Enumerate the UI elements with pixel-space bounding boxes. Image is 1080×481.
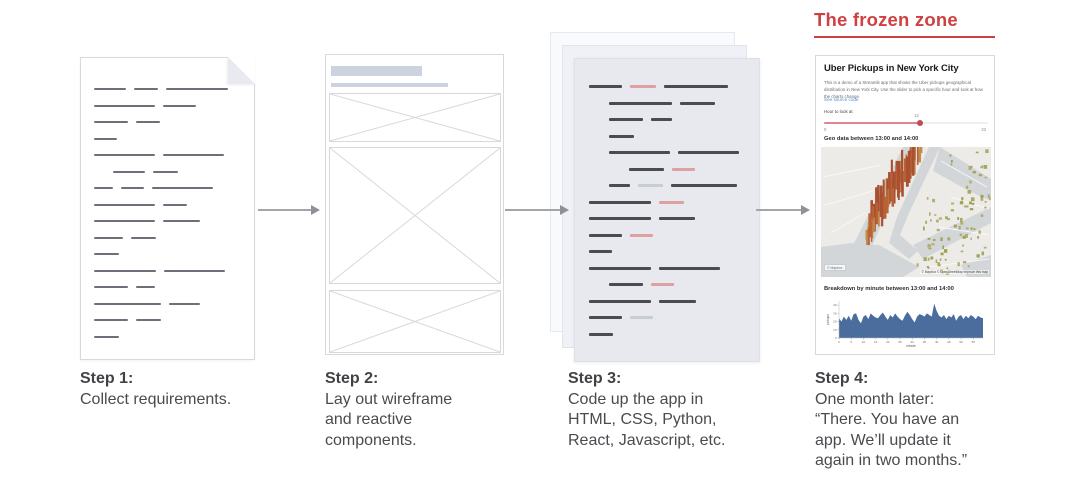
svg-text:0: 0 [835,336,837,340]
breakdown-chart: 0 10 20 30 40 0 5 10 15 20 25 30 35 40 45 50 55 minute pic… [825,296,987,348]
map-attribution: © Mapbox © OpenStreetMap Improve this ma… [920,270,989,274]
map-canvas [821,147,991,277]
wireframe-placeholder-bottom [329,290,501,353]
caption-line: Code up the app in [568,390,704,408]
slider-value: 13 [914,113,919,118]
breakdown-section-header: Breakdown by minute between 13:00 and 14… [824,286,954,292]
svg-text:20: 20 [886,340,890,344]
svg-text:35: 35 [923,340,927,344]
step4-caption-title: Step 4: [815,370,869,387]
svg-text:30: 30 [911,340,915,344]
source-code-link[interactable]: See source code [824,97,859,102]
step1-caption-title: Step 1: [80,370,134,387]
svg-text:10: 10 [862,340,866,344]
geo-section-header: Geo data between 13:00 and 14:00 [824,136,919,142]
app-description: This is a demo of a Streamlit app that s… [824,80,983,100]
frozen-zone-title: The frozen zone [814,9,958,30]
caption-line: Lay out wireframe [325,390,453,408]
wireframe-subtitle-bar [331,83,448,87]
svg-text:10: 10 [833,328,837,332]
document-fold-icon [228,57,255,84]
arrow-step1-to-step2-icon [258,205,320,215]
step4-caption: Step 4: One month later: “There. You hav… [815,369,1025,472]
step2-wireframe-sketch [325,54,504,355]
mapbox-badge: © Mapbox [824,264,846,271]
slider-max-label: 23 [981,127,986,132]
svg-text:40: 40 [833,303,837,307]
slider-fill [824,122,920,124]
svg-text:0: 0 [838,340,840,344]
svg-text:15: 15 [874,340,878,344]
svg-text:20: 20 [833,320,837,324]
svg-text:55: 55 [972,340,976,344]
wireframe-title-bar [331,66,422,76]
step4-app-screenshot: Uber Pickups in New York City This is a … [815,55,995,355]
slider-min-label: 0 [824,127,827,132]
caption-line: components. [325,431,417,449]
caption-line: “There. You have an [815,411,960,428]
step1-document-sketch [80,57,255,360]
breakdown-chart-canvas: 0 10 20 30 40 0 5 10 15 20 25 30 35 40 45 50 55 minute pic… [826,301,983,348]
step1-caption: Step 1: Collect requirements. [80,369,315,410]
frozen-zone-underline [814,36,995,38]
caption-line: app. We’ll update it [815,431,951,449]
step2-caption: Step 2: Lay out wireframe and reactive c… [325,369,560,451]
caption-line: again in two months.” [815,452,968,469]
svg-text:30: 30 [833,311,837,315]
svg-text:45: 45 [947,340,951,344]
svg-text:minute: minute [906,344,916,348]
svg-text:pickups: pickups [826,314,830,325]
svg-text:50: 50 [959,340,963,344]
app-title: Uber Pickups in New York City [824,63,959,74]
step3-caption: Step 3: Code up the app in HTML, CSS, Py… [568,369,803,451]
hour-slider[interactable] [824,120,988,126]
arrow-step3-to-step4-icon [756,205,810,215]
slider-handle-icon[interactable] [917,120,923,126]
wireframe-placeholder-middle [329,147,501,284]
slider-label: Hour to look at [824,109,853,114]
arrow-step2-to-step3-icon [505,205,569,215]
code-text-lines [589,85,753,349]
svg-text:40: 40 [935,340,939,344]
step3-code-sheet-front [574,58,760,362]
nyc-3d-map: © Mapbox © Mapbox © OpenStreetMap Improv… [821,147,991,277]
step2-caption-title: Step 2: [325,370,379,387]
caption-line: and reactive [325,411,413,428]
caption-line: React, Javascript, etc. [568,431,726,449]
document-text-lines [94,88,246,352]
wireframe-placeholder-top [329,93,501,142]
caption-line: Collect requirements. [80,390,232,408]
svg-text:5: 5 [850,340,852,344]
caption-line: HTML, CSS, Python, [568,411,717,428]
svg-text:25: 25 [898,340,902,344]
caption-line: One month later: [815,390,935,408]
step3-caption-title: Step 3: [568,370,622,387]
